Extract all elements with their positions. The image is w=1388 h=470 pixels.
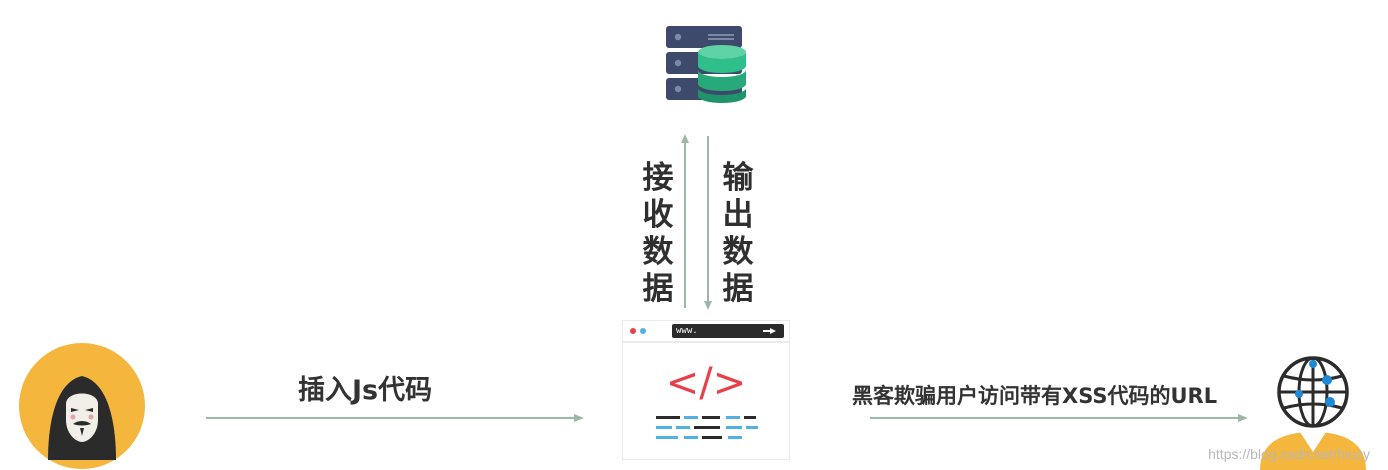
browser-code-icon: www. </> — [622, 320, 790, 460]
hacker-mask-icon — [19, 343, 145, 469]
attacker-to-browser-arrow — [206, 414, 584, 422]
browser-address-bar: www. — [676, 326, 698, 336]
down-arrow-icon — [704, 301, 712, 310]
browser-window-frame — [622, 320, 790, 460]
right-arrow-icon — [1238, 414, 1248, 422]
receive-data-label: 接收数据 — [642, 160, 674, 307]
right-arrow-icon — [574, 414, 584, 422]
code-symbol: </> — [665, 360, 747, 406]
browser-to-user-arrow — [870, 414, 1248, 422]
insert-js-label: 插入Js代码 — [298, 375, 433, 406]
output-data-label: 输出数据 — [722, 160, 754, 307]
up-arrow-icon — [681, 134, 689, 143]
watermark: https://blog.csdn.net/hiuzy — [1208, 446, 1370, 462]
server-database-icon — [666, 26, 746, 103]
globe-head-user-icon — [1260, 356, 1366, 470]
vertical-arrows — [681, 134, 712, 310]
phishing-url-label: 黑客欺骗用户访问带有XSS代码的URL — [852, 384, 1218, 408]
